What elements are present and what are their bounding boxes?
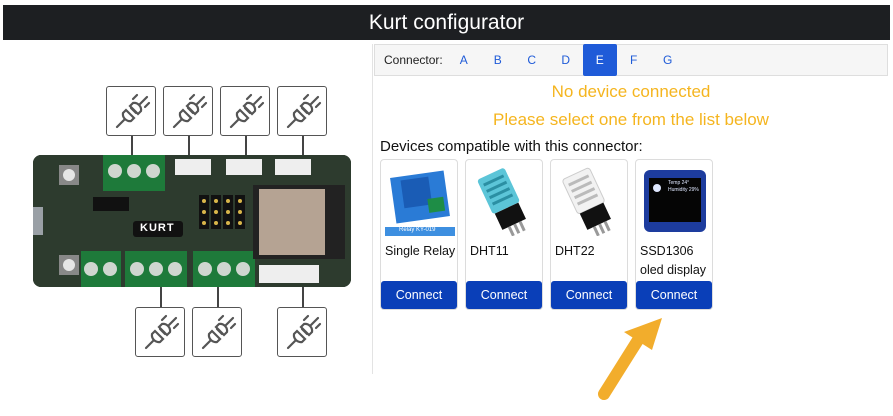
device-card-dht11: DHT11 Connect <box>465 159 543 310</box>
kurt-board: KURT <box>27 155 351 287</box>
tab-connector-e[interactable]: E <box>582 44 617 76</box>
plug-icon[interactable] <box>277 86 327 136</box>
device-name: SSD1306 oled display <box>640 244 707 277</box>
device-name: DHT11 <box>470 244 509 258</box>
device-card-single-relay: Relay KY-019 Single Relay Connect <box>380 159 458 310</box>
connect-button[interactable]: Connect <box>551 281 627 309</box>
connect-button[interactable]: Connect <box>381 281 457 309</box>
plug-icon-glyph <box>144 314 180 350</box>
connector-wire <box>131 136 133 158</box>
plug-icon-glyph <box>172 93 208 129</box>
board-label: KURT <box>140 222 175 234</box>
plug-icon[interactable] <box>277 307 327 357</box>
connect-button[interactable]: Connect <box>636 281 712 309</box>
connector-wire <box>302 136 304 158</box>
connector-wire <box>302 287 304 307</box>
dht22-image <box>555 164 625 237</box>
pointer-arrow-icon <box>590 316 670 407</box>
device-name: DHT22 <box>555 244 595 258</box>
dht11-image <box>470 164 540 237</box>
connect-button[interactable]: Connect <box>466 281 542 309</box>
status-no-device: No device connected <box>551 82 711 101</box>
connector-wire <box>245 136 247 158</box>
plug-icon[interactable] <box>192 307 242 357</box>
plug-icon-glyph <box>201 314 237 350</box>
connector-label: Connector: <box>384 53 443 67</box>
connector-wire <box>217 287 219 307</box>
plug-icon[interactable] <box>163 86 213 136</box>
relay-image-label: Relay KY-019 <box>399 227 436 233</box>
panel-divider <box>372 44 373 374</box>
tab-connector-d[interactable]: D <box>561 53 571 67</box>
plug-icon-glyph <box>115 93 151 129</box>
board-illustration <box>27 155 351 287</box>
oled-screen-text: Temp 24° Humidity 29% <box>668 180 699 193</box>
devices-heading: Devices compatible with this connector: <box>380 138 643 155</box>
app-title: Kurt configurator <box>3 5 890 40</box>
status-select-hint: Please select one from the list below <box>493 110 769 129</box>
connector-nav: Connector: A B C D E F G <box>374 44 888 76</box>
plug-icon[interactable] <box>135 307 185 357</box>
device-card-dht22: DHT22 Connect <box>550 159 628 310</box>
tab-connector-b[interactable]: B <box>493 53 502 67</box>
connector-wire <box>188 136 190 158</box>
tab-connector-c[interactable]: C <box>527 53 537 67</box>
device-card-ssd1306: Temp 24° Humidity 29% SSD1306 oled displ… <box>635 159 713 310</box>
plug-icon-glyph <box>229 93 265 129</box>
tab-connector-g[interactable]: G <box>663 53 673 67</box>
plug-icon-glyph <box>286 93 322 129</box>
oled-image: Temp 24° Humidity 29% <box>640 164 710 236</box>
connector-wire <box>160 287 162 307</box>
plug-icon-glyph <box>286 314 322 350</box>
device-name: Single Relay <box>385 244 456 258</box>
plug-icon[interactable] <box>220 86 270 136</box>
plug-icon[interactable] <box>106 86 156 136</box>
relay-image: Relay KY-019 <box>385 164 455 236</box>
tab-connector-f[interactable]: F <box>630 53 638 67</box>
tab-connector-a[interactable]: A <box>459 53 468 67</box>
